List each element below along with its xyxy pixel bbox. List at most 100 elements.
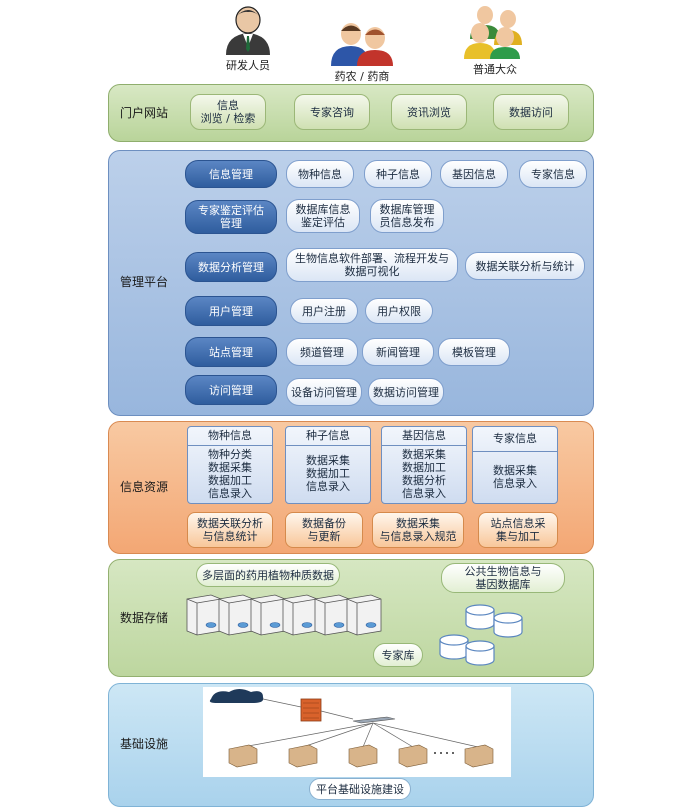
mgmt-item-news[interactable]: 新闻管理 xyxy=(362,338,434,366)
item-label: 数据访问管理 xyxy=(373,385,439,399)
mgmt-category-data-analysis[interactable]: 数据分析管理 xyxy=(185,252,277,282)
storage-layer-label: 数据存储 xyxy=(120,611,169,625)
user-farmers-merchants-label: 药农 / 药商 xyxy=(334,70,390,83)
mgmt-category-info[interactable]: 信息管理 xyxy=(185,160,277,188)
portal-item-line1: 信息 xyxy=(217,99,239,112)
user-researcher: 研发人员 xyxy=(193,5,303,73)
item-label: 专家信息 xyxy=(531,167,575,181)
item-line1: 生物信息软件部署、流程开发与 xyxy=(295,252,449,265)
resource-task-backup[interactable]: 数据备份 与更新 xyxy=(285,512,363,548)
resource-box-seed[interactable]: 种子信息 数据采集 数据加工 信息录入 xyxy=(285,426,371,504)
resource-box-line: 数据加工 xyxy=(208,474,252,487)
database-cylinders-icon xyxy=(439,604,523,666)
resource-task-standard[interactable]: 数据采集 与信息录入规范 xyxy=(372,512,464,548)
user-public: 普通大众 xyxy=(440,5,550,77)
storage-public-bio-db[interactable]: 公共生物信息与 基因数据库 xyxy=(441,563,565,593)
resource-task-correlation[interactable]: 数据关联分析 与信息统计 xyxy=(187,512,273,548)
item-label: 种子信息 xyxy=(376,167,420,181)
task-line2: 与信息统计 xyxy=(202,530,258,543)
user-public-label: 普通大众 xyxy=(473,63,517,76)
mgmt-item-db-admin-publish[interactable]: 数据库管理 员信息发布 xyxy=(370,199,444,233)
category-label: 访问管理 xyxy=(209,383,253,397)
public-group-icon xyxy=(464,6,522,59)
storage-medicinal-db[interactable]: 多层面的药用植物种质数据 xyxy=(196,563,340,587)
item-label: 用户注册 xyxy=(302,304,346,318)
mgmt-item-db-eval[interactable]: 数据库信息 鉴定评估 xyxy=(286,199,360,233)
resource-box-gene[interactable]: 基因信息 数据采集 数据加工 数据分析 信息录入 xyxy=(381,426,467,504)
resource-task-site-collect[interactable]: 站点信息采 集与加工 xyxy=(478,512,558,548)
user-farmers-merchants: 药农 / 药商 xyxy=(307,20,417,84)
task-line1: 数据备份 xyxy=(302,517,346,530)
resource-box-species[interactable]: 物种信息 物种分类 数据采集 数据加工 信息录入 xyxy=(187,426,273,504)
item-line1: 数据库信息 xyxy=(295,203,351,216)
mgmt-item-device-access[interactable]: 设备访问管理 xyxy=(286,378,362,406)
mgmt-item-data-access[interactable]: 数据访问管理 xyxy=(368,378,444,406)
mgmt-item-template[interactable]: 模板管理 xyxy=(438,338,510,366)
portal-item-label: 资讯浏览 xyxy=(407,105,451,119)
mgmt-item-user-permission[interactable]: 用户权限 xyxy=(365,298,433,324)
storage-line1: 公共生物信息与 xyxy=(464,565,542,578)
item-label: 设备访问管理 xyxy=(291,385,357,399)
portal-expert-consult[interactable]: 专家咨询 xyxy=(294,94,370,130)
mgmt-item-gene-info[interactable]: 基因信息 xyxy=(440,160,508,188)
portal-news-browse[interactable]: 资讯浏览 xyxy=(391,94,467,130)
portal-item-label: 数据访问 xyxy=(509,105,553,119)
mgmt-item-user-register[interactable]: 用户注册 xyxy=(290,298,358,324)
portal-item-line2: 浏览 / 检索 xyxy=(200,112,256,125)
portal-data-access[interactable]: 数据访问 xyxy=(493,94,569,130)
resource-box-line: 信息录入 xyxy=(493,477,537,490)
item-label: 新闻管理 xyxy=(376,345,420,359)
resource-box-expert[interactable]: 专家信息 数据采集 信息录入 xyxy=(472,426,558,504)
resource-box-title: 基因信息 xyxy=(382,427,466,446)
portal-info-browse-search[interactable]: 信息 浏览 / 检索 xyxy=(190,94,266,130)
task-line2: 集与加工 xyxy=(496,530,540,543)
resources-layer-label: 信息资源 xyxy=(120,480,169,494)
infrastructure-label: 平台基础设施建设 xyxy=(316,782,404,796)
resource-box-line: 数据采集 xyxy=(306,454,350,467)
mgmt-category-access[interactable]: 访问管理 xyxy=(185,375,277,405)
item-line1: 数据库管理 xyxy=(379,203,435,216)
resource-box-line: 信息录入 xyxy=(306,480,350,493)
task-line1: 数据采集 xyxy=(396,517,440,530)
task-line1: 数据关联分析 xyxy=(197,517,263,530)
mgmt-item-correlation-stats[interactable]: 数据关联分析与统计 xyxy=(465,252,585,280)
category-line2: 管理 xyxy=(220,217,242,230)
resource-box-title: 种子信息 xyxy=(286,427,370,446)
mgmt-category-site[interactable]: 站点管理 xyxy=(185,337,277,367)
item-label: 数据关联分析与统计 xyxy=(475,259,575,273)
management-layer xyxy=(108,150,594,416)
mgmt-item-seed-info[interactable]: 种子信息 xyxy=(364,160,432,188)
resource-box-line: 数据加工 xyxy=(306,467,350,480)
item-line2: 员信息发布 xyxy=(379,216,435,229)
item-label: 模板管理 xyxy=(452,345,496,359)
category-label: 用户管理 xyxy=(209,304,253,318)
task-line2: 与更新 xyxy=(307,530,341,543)
resource-box-title: 物种信息 xyxy=(188,427,272,446)
server-rack-icon xyxy=(186,594,382,636)
item-label: 频道管理 xyxy=(300,345,344,359)
mgmt-item-channel[interactable]: 频道管理 xyxy=(286,338,358,366)
mgmt-item-expert-info[interactable]: 专家信息 xyxy=(519,160,587,188)
user-researcher-label: 研发人员 xyxy=(226,59,270,72)
infrastructure-layer-label: 基础设施 xyxy=(120,737,169,751)
storage-label: 专家库 xyxy=(381,648,415,662)
resource-box-line: 信息录入 xyxy=(208,487,252,500)
resource-box-title: 专家信息 xyxy=(473,427,557,452)
portal-layer-label: 门户网站 xyxy=(120,106,169,120)
category-label: 信息管理 xyxy=(209,167,253,181)
mgmt-category-expert-eval[interactable]: 专家鉴定评估 管理 xyxy=(185,200,277,234)
infrastructure-build[interactable]: 平台基础设施建设 xyxy=(309,778,411,800)
mgmt-item-bioinfo-software[interactable]: 生物信息软件部署、流程开发与 数据可视化 xyxy=(286,248,458,282)
resource-box-line: 数据分析 xyxy=(402,474,446,487)
farmers-merchants-icon xyxy=(331,23,393,66)
network-topology-diagram xyxy=(203,687,511,777)
item-label: 用户权限 xyxy=(377,304,421,318)
mgmt-category-user[interactable]: 用户管理 xyxy=(185,296,277,326)
storage-line2: 基因数据库 xyxy=(475,578,531,591)
item-label: 物种信息 xyxy=(298,167,342,181)
mgmt-item-species-info[interactable]: 物种信息 xyxy=(286,160,354,188)
storage-expert-db[interactable]: 专家库 xyxy=(373,643,423,667)
category-label: 站点管理 xyxy=(209,345,253,359)
item-line2: 鉴定评估 xyxy=(301,216,345,229)
resource-box-line: 信息录入 xyxy=(402,487,446,500)
